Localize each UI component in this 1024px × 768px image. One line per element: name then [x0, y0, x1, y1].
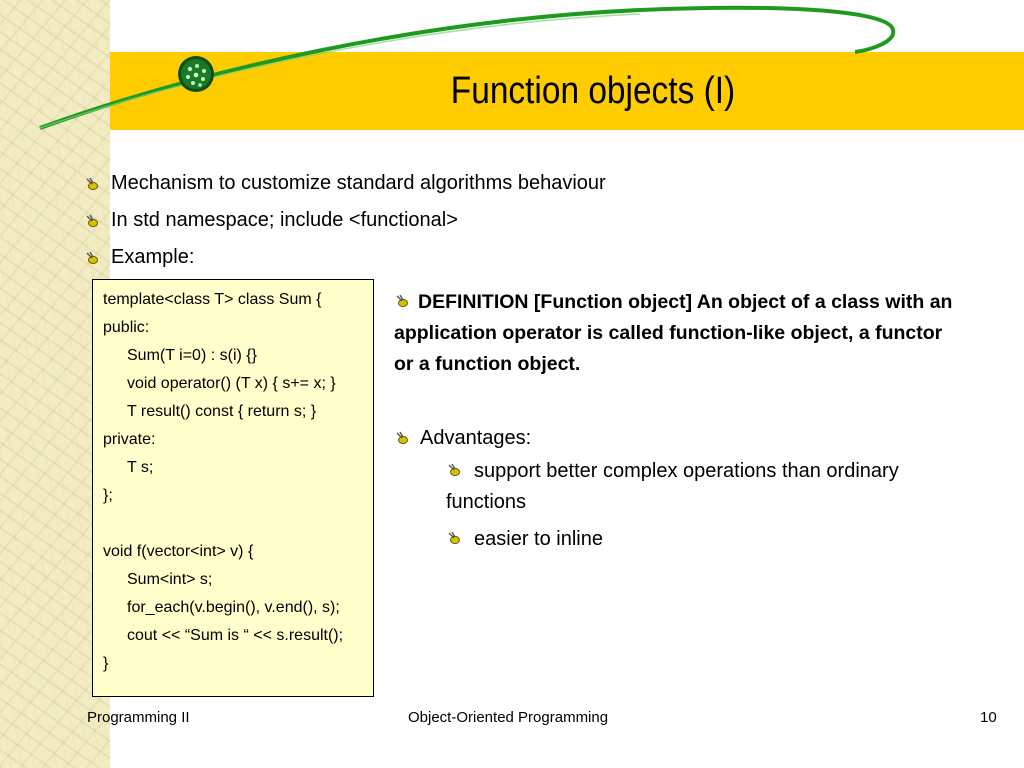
bee-bullet-icon — [446, 462, 462, 478]
list-item: Mechanism to customize standard algorith… — [84, 165, 606, 202]
bullet-text: Example: — [111, 246, 195, 268]
definition-panel: DEFINITION [Function object] An object o… — [394, 287, 954, 555]
code-line: template<class T> class Sum { — [103, 291, 322, 308]
bee-bullet-icon — [84, 213, 100, 229]
bee-bullet-icon — [84, 176, 100, 192]
bee-bullet-icon — [446, 530, 462, 546]
advantages-heading: Advantages: — [394, 420, 954, 456]
green-orb-icon — [178, 56, 214, 92]
list-item: support better complex operations than o… — [446, 456, 936, 518]
code-line: void f(vector<int> v) { — [103, 543, 254, 560]
list-item: Example: — [84, 239, 606, 276]
code-line: } — [103, 655, 109, 672]
slide-title: Function objects (I) — [110, 52, 1024, 130]
code-line: cout << “Sum is “ << s.result(); — [127, 627, 344, 644]
code-line: Sum(T i=0) : s(i) {} — [127, 347, 257, 364]
code-example-box: template<class T> class Sum { public: Sum(… — [92, 279, 374, 697]
bullet-text: Mechanism to customize standard algorith… — [111, 172, 606, 194]
code-line — [103, 510, 373, 538]
definition-paragraph: DEFINITION [Function object] An object o… — [394, 287, 954, 380]
code-line: for_each(v.begin(), v.end(), s); — [127, 599, 340, 616]
list-item: In std namespace; include <functional> — [84, 202, 606, 239]
code-line: void operator() (T x) { s+= x; } — [127, 375, 336, 392]
definition-text: DEFINITION [Function object] An object o… — [394, 291, 953, 375]
bee-bullet-icon — [394, 293, 410, 309]
advantages-label: Advantages: — [420, 426, 532, 449]
code-line: public: — [103, 319, 150, 336]
code-line: Sum<int> s; — [127, 571, 213, 588]
decorative-side-strip — [0, 0, 110, 768]
code-line: T result() const { return s; } — [127, 403, 317, 420]
list-item: easier to inline — [446, 524, 954, 555]
main-bullet-list: Mechanism to customize standard algorith… — [84, 165, 606, 276]
bullet-text: In std namespace; include <functional> — [111, 209, 458, 231]
code-line: T s; — [127, 459, 154, 476]
advantage-text: easier to inline — [474, 528, 603, 550]
bee-bullet-icon — [394, 430, 410, 446]
footer-course-name: Programming II — [87, 709, 190, 726]
footer-subject: Object-Oriented Programming — [408, 709, 609, 726]
decorative-swoosh — [39, 5, 896, 130]
code-line: private: — [103, 431, 156, 448]
bee-bullet-icon — [84, 250, 100, 266]
code-line: }; — [103, 487, 113, 504]
slide-title-text: Function objects (I) — [451, 69, 736, 112]
footer-page-number: 10 — [980, 709, 997, 726]
advantage-text: support better complex operations than o… — [446, 460, 899, 513]
